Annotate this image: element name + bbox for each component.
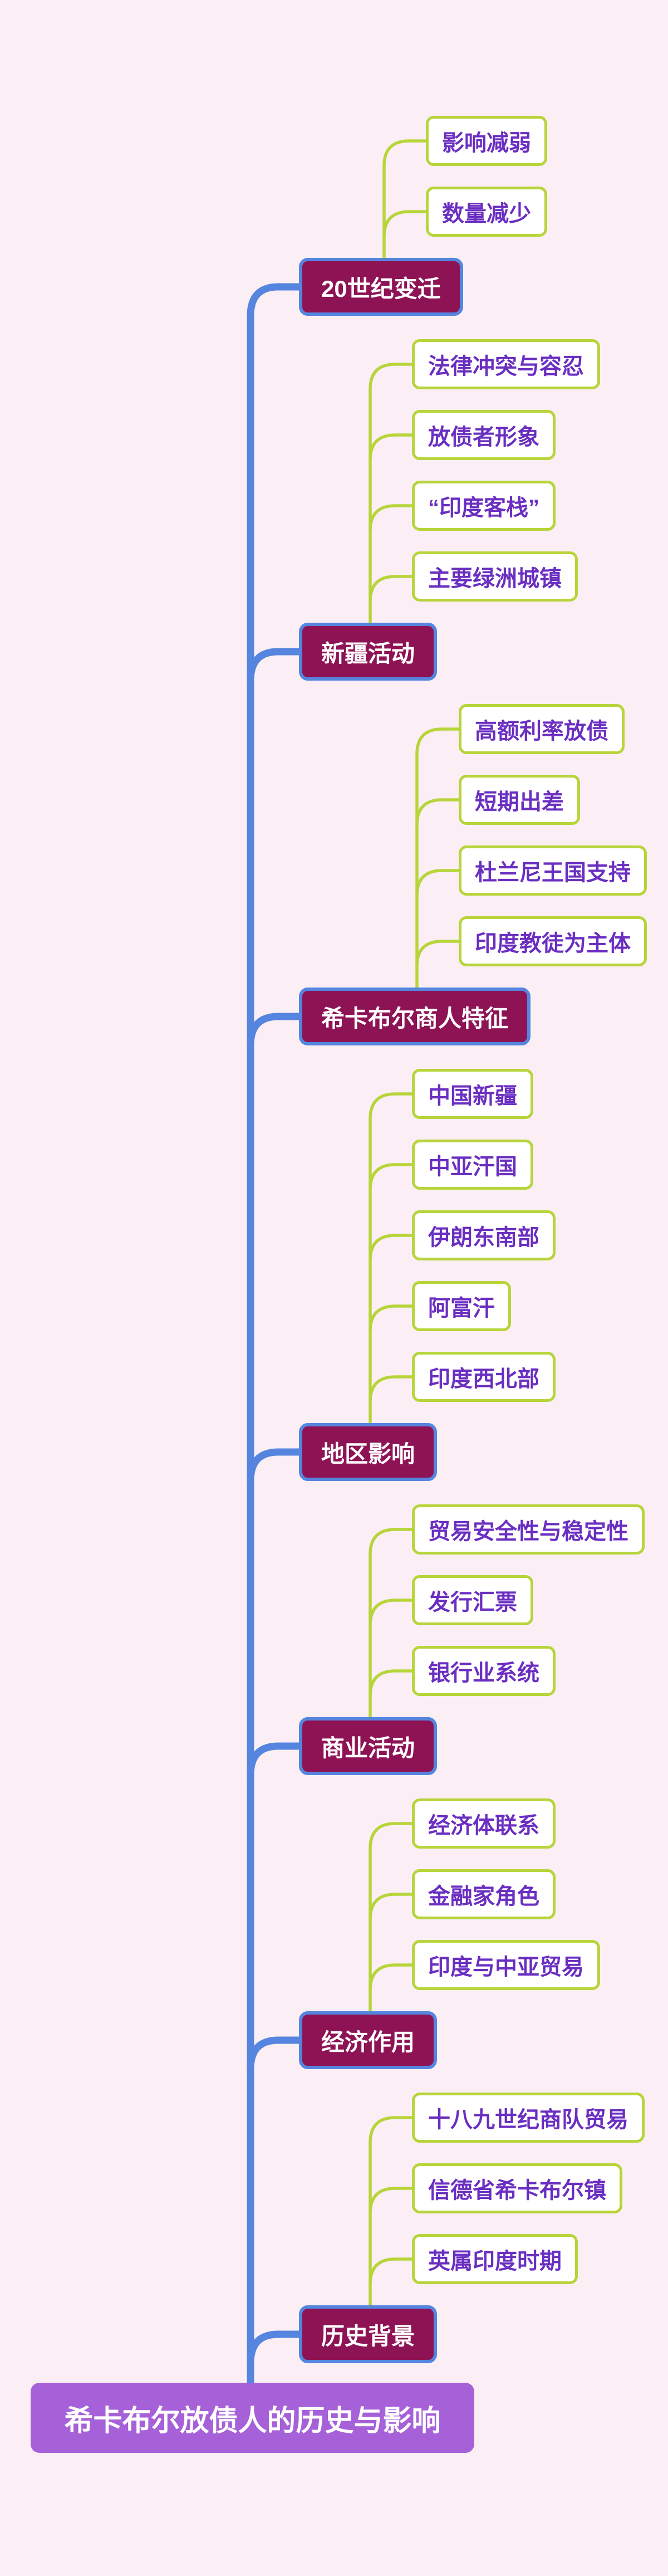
connector-spine-6: [369, 1822, 414, 2013]
connector-leaf-5-2: [369, 1599, 414, 1627]
connector-leaf-2-4: [369, 575, 414, 603]
leaf-node-6-2[interactable]: 金融家角色: [412, 1869, 556, 1919]
leaf-node-3-4[interactable]: 印度教徒为主体: [459, 916, 647, 966]
connector-leaf-7-3: [369, 2257, 414, 2286]
connector-spine-4: [369, 1092, 414, 1425]
connector-leaf-2-3: [369, 504, 414, 532]
branch-node-2[interactable]: 新疆活动: [299, 623, 438, 681]
branch-node-3[interactable]: 希卡布尔商人特征: [299, 988, 531, 1045]
connector-branch-5: [247, 1742, 303, 1779]
leaf-node-3-3[interactable]: 杜兰尼王国支持: [459, 845, 647, 896]
branch-node-7[interactable]: 历史背景: [299, 2305, 438, 2363]
leaf-node-1-1[interactable]: 影响减弱: [426, 116, 547, 166]
leaf-node-7-1[interactable]: 十八九世纪商队贸易: [412, 2093, 645, 2143]
leaf-node-4-4[interactable]: 阿富汗: [412, 1281, 511, 1331]
connector-leaf-4-5: [369, 1375, 414, 1404]
connector-leaf-3-2: [415, 798, 460, 827]
leaf-node-3-1[interactable]: 高额利率放债: [459, 704, 625, 754]
branch-node-5[interactable]: 商业活动: [299, 1717, 438, 1775]
leaf-node-7-3[interactable]: 英属印度时期: [412, 2234, 578, 2284]
leaf-node-4-2[interactable]: 中亚汗国: [412, 1140, 533, 1190]
leaf-node-7-2[interactable]: 信德省希卡布尔镇: [412, 2163, 622, 2213]
connector-leaf-6-3: [369, 1963, 414, 1992]
leaf-node-5-1[interactable]: 贸易安全性与稳定性: [412, 1504, 645, 1555]
leaf-node-2-2[interactable]: 放债者形象: [412, 410, 556, 460]
leaf-node-6-1[interactable]: 经济体联系: [412, 1798, 556, 1849]
connector-leaf-3-4: [415, 940, 460, 968]
leaf-node-4-5[interactable]: 印度西北部: [412, 1352, 556, 1402]
leaf-node-1-2[interactable]: 数量减少: [426, 187, 547, 237]
connector-branch-7: [247, 2330, 303, 2367]
connector-spine-7: [369, 2116, 414, 2307]
connector-branch-4: [247, 1448, 303, 1485]
connector-leaf-4-2: [369, 1163, 414, 1191]
connector-branch-2: [247, 648, 303, 685]
leaf-node-3-2[interactable]: 短期出差: [459, 775, 580, 825]
connector-branch-6: [247, 2036, 303, 2073]
branch-node-4[interactable]: 地区影响: [299, 1423, 438, 1481]
connector-branch-3: [247, 1013, 303, 1049]
leaf-node-5-2[interactable]: 发行汇票: [412, 1575, 533, 1625]
leaf-node-2-3[interactable]: “印度客栈”: [412, 481, 556, 531]
connector-leaf-6-2: [369, 1893, 414, 1921]
connector-spine-1: [382, 139, 428, 260]
connector-leaf-2-2: [369, 433, 414, 462]
connector-spine-2: [369, 363, 414, 624]
root-node[interactable]: 希卡布尔放债人的历史与影响: [31, 2383, 474, 2453]
connector-leaf-1-2: [382, 210, 428, 238]
connector-trunk: [247, 283, 303, 2387]
connector-leaf-3-3: [415, 869, 460, 897]
branch-node-6[interactable]: 经济作用: [299, 2011, 438, 2069]
leaf-node-6-3[interactable]: 印度与中亚贸易: [412, 1940, 600, 1990]
connector-leaf-5-3: [369, 1669, 414, 1698]
leaf-node-2-1[interactable]: 法律冲突与容忍: [412, 339, 600, 389]
connector-leaf-4-4: [369, 1304, 414, 1333]
branch-node-1[interactable]: 20世纪变迁: [299, 258, 463, 316]
leaf-node-4-3[interactable]: 伊朗东南部: [412, 1210, 556, 1260]
leaf-node-2-4[interactable]: 主要绿洲城镇: [412, 551, 578, 602]
connector-leaf-7-2: [369, 2187, 414, 2215]
connector-leaf-4-3: [369, 1234, 414, 1262]
leaf-node-5-3[interactable]: 银行业系统: [412, 1646, 556, 1696]
connector-spine-3: [415, 727, 460, 989]
leaf-node-4-1[interactable]: 中国新疆: [412, 1069, 533, 1119]
connector-spine-5: [369, 1528, 414, 1719]
